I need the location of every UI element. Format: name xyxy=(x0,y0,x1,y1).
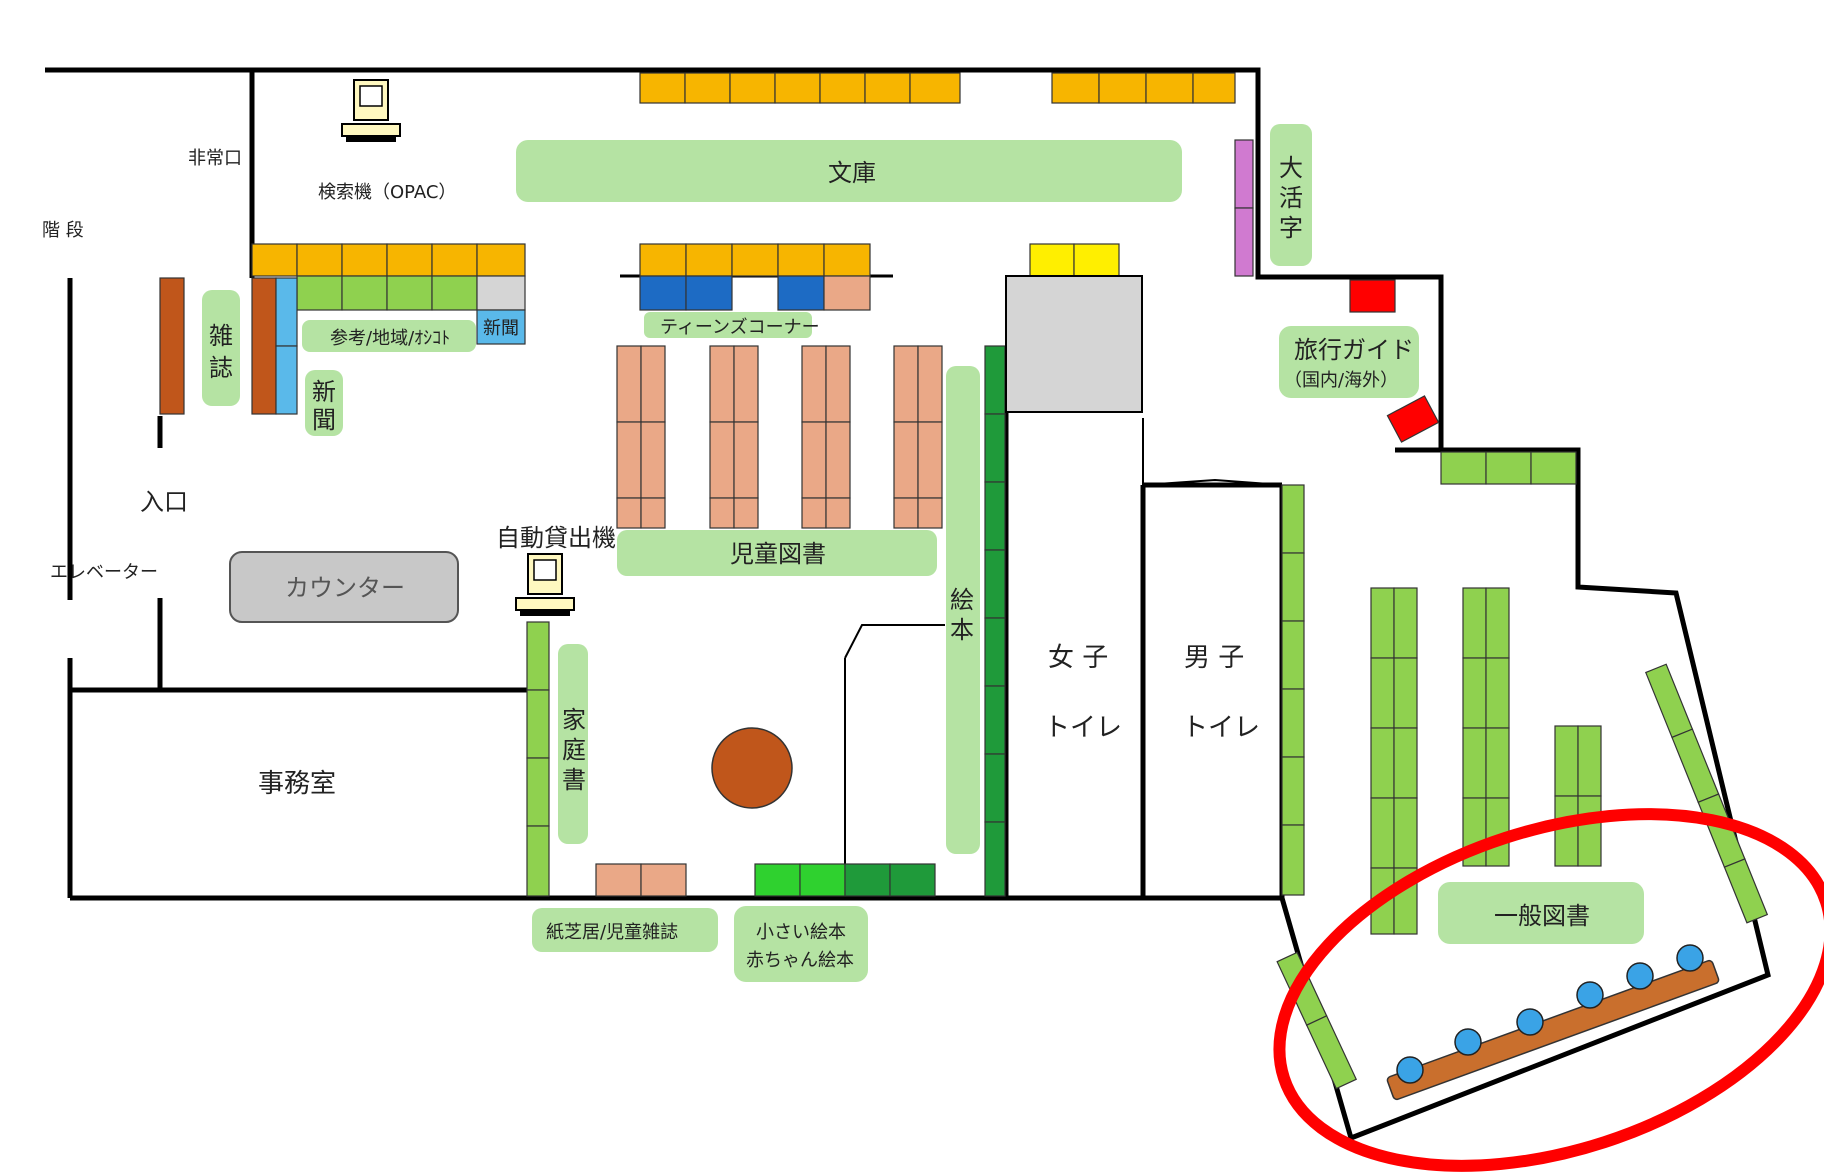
newspaper-label-2: 聞 xyxy=(312,406,336,434)
mens-restroom-label-1: 男 子 xyxy=(1184,643,1244,673)
picture-books-label-2: 本 xyxy=(950,616,974,644)
large-print-label-3: 字 xyxy=(1279,214,1303,242)
self-checkout-label: 自動貸出機 xyxy=(496,524,616,552)
childrens-books-label: 児童図書 xyxy=(730,540,826,568)
restroom-notch xyxy=(1142,478,1283,486)
map-labels: 非常口 階 段 検索機（OPAC） 文庫 大 活 字 雑 誌 参考/地域/ｵｼｺ… xyxy=(42,148,1590,971)
partition-stub xyxy=(844,624,945,659)
magazines-label-1: 雑 xyxy=(209,322,233,350)
small-picture-books-label: 小さい絵本 xyxy=(756,922,846,943)
shelves xyxy=(159,72,1769,1090)
travel-guide-label: 旅行ガイド xyxy=(1294,336,1414,364)
opac-label: 検索機（OPAC） xyxy=(318,182,456,203)
brown-shelf-mid xyxy=(251,277,277,415)
home-books-label-1: 家 xyxy=(562,706,586,734)
childrens-shelf-1 xyxy=(616,345,666,529)
teens-shelf-orange xyxy=(639,243,871,277)
entrance-label: 入口 xyxy=(140,488,188,516)
home-books-label-2: 庭 xyxy=(562,736,586,764)
baby-picture-books-label: 赤ちゃん絵本 xyxy=(746,950,854,971)
general-shelf-column-left xyxy=(1281,484,1305,896)
picture-books-label-1: 絵 xyxy=(950,586,974,614)
childrens-shelf-4 xyxy=(893,345,943,529)
kamishibai-shelf xyxy=(595,863,687,897)
general-books-label: 一般図書 xyxy=(1494,902,1590,930)
self-checkout-computer-icon xyxy=(515,553,575,616)
emergency-exit-label: 非常口 xyxy=(188,148,242,169)
womens-restroom-label-2: トイレ xyxy=(1044,713,1122,743)
womens-restroom-label-1: 女 子 xyxy=(1048,643,1108,673)
travel-shelf-red-2 xyxy=(1386,395,1440,443)
home-book-shelf xyxy=(526,621,550,897)
general-shelf-1 xyxy=(1370,587,1418,935)
stairs-label: 階 段 xyxy=(42,220,84,241)
newspaper-label-1: 新 xyxy=(312,378,336,406)
mens-restroom-label-2: トイレ xyxy=(1182,713,1260,743)
small-picture-book-shelf-dark xyxy=(844,863,936,897)
brown-shelf-left xyxy=(159,277,185,415)
yellow-shelf xyxy=(1029,243,1120,277)
home-books-label-3: 書 xyxy=(562,766,586,794)
reference-shelf xyxy=(296,275,478,311)
label-backgrounds xyxy=(202,124,1644,982)
reference-label: 参考/地域/ｵｼｺﾄ xyxy=(330,328,450,349)
round-table xyxy=(711,727,793,809)
office-label: 事務室 xyxy=(258,769,336,799)
newspaper-shelf-blue xyxy=(275,277,298,415)
small-picture-book-shelf-light xyxy=(754,863,846,897)
large-print-shelf xyxy=(1234,139,1254,277)
general-shelf-top xyxy=(1440,451,1577,485)
childrens-shelf-2 xyxy=(709,345,759,529)
bunko-label: 文庫 xyxy=(828,159,876,187)
general-shelf-3 xyxy=(1554,725,1602,867)
magazines-label-2: 誌 xyxy=(209,354,233,382)
opac-computer-icon xyxy=(341,79,401,142)
travel-guide-sub-label: （国内/海外） xyxy=(1284,370,1398,391)
newspaper-rack-gray xyxy=(476,275,526,311)
picture-book-shelf xyxy=(984,345,1006,897)
outer-wall-right xyxy=(45,67,1771,1142)
bunko-shelf-top-right xyxy=(1051,72,1236,104)
childrens-shelf-3 xyxy=(801,345,851,529)
orange-shelf-left xyxy=(251,243,526,277)
large-print-label-2: 活 xyxy=(1279,184,1303,212)
highlight-circle xyxy=(1273,808,1824,1172)
gray-storage-box xyxy=(1005,275,1143,413)
kamishibai-label: 紙芝居/児童雑誌 xyxy=(546,922,678,943)
general-shelf-2 xyxy=(1462,587,1510,867)
thin-walls xyxy=(460,418,1283,865)
counter xyxy=(229,551,459,623)
elevator-label: エレベーター xyxy=(50,562,158,583)
study-seats xyxy=(1396,944,1704,1084)
bunko-shelf-top-left xyxy=(639,72,961,104)
teens-corner-label: ティーンズコーナー xyxy=(660,317,820,338)
study-table xyxy=(1386,959,1720,1101)
general-shelf-angled-right xyxy=(1644,663,1769,924)
newspaper-rack-label: 新聞 xyxy=(483,318,519,339)
teens-shelf-salmon xyxy=(823,275,871,311)
large-print-label-1: 大 xyxy=(1279,154,1303,182)
counter-label: カウンター xyxy=(285,574,405,602)
travel-shelf-red-1 xyxy=(1349,279,1396,313)
newspaper-rack-blue xyxy=(476,309,526,345)
teens-shelf-blue xyxy=(639,275,825,311)
